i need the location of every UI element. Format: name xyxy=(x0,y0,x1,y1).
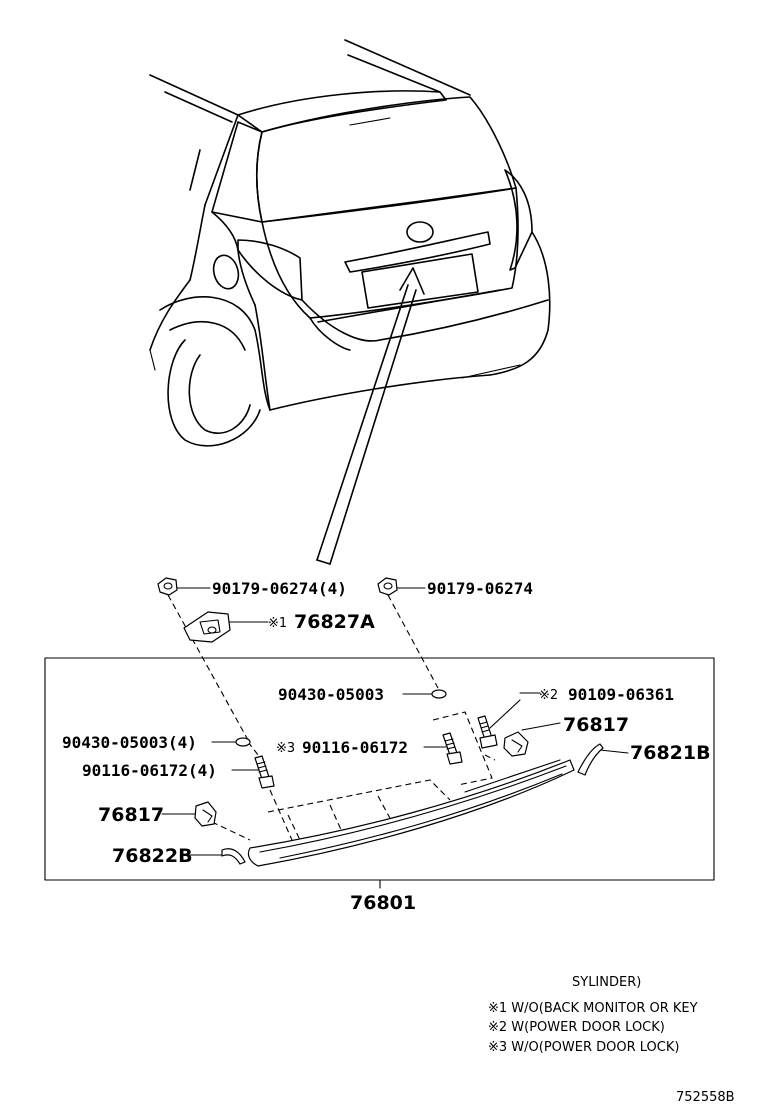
camera-part xyxy=(183,611,231,643)
label-nut-top-right: 90179-06274 xyxy=(427,579,533,598)
callout-labels: 90179-06274(4) 90179-06274 ※1 76827A 904… xyxy=(62,579,711,914)
label-screw-mid-mark: ※3 xyxy=(276,741,295,756)
clip-part-right xyxy=(503,731,529,757)
label-washer-right: 90430-05003 xyxy=(278,685,384,704)
washer-part-right xyxy=(431,689,447,699)
dashed-guides xyxy=(167,594,496,841)
note-2: ※2 W(POWER DOOR LOCK) xyxy=(488,1020,665,1035)
label-camera: 76827A xyxy=(294,611,375,633)
label-washer-left: 90430-05003(4) xyxy=(62,733,197,752)
label-camera-mark: ※1 xyxy=(268,616,287,631)
stud-part-left xyxy=(254,755,275,789)
screw-part-mid xyxy=(442,732,463,765)
screw-part-right xyxy=(477,715,498,749)
nut-part-right xyxy=(377,577,398,596)
figure-id: 752558B xyxy=(676,1090,735,1105)
label-screw-right-mark: ※2 xyxy=(539,688,558,703)
note-continuation: SYLINDER) xyxy=(572,975,641,990)
label-screw-right: 90109-06361 xyxy=(568,685,674,704)
note-3: ※3 W/O(POWER DOOR LOCK) xyxy=(488,1040,679,1055)
footnotes: SYLINDER) ※1 W/O(BACK MONITOR OR KEY ※2 … xyxy=(488,975,698,1055)
label-clip-right: 76817 xyxy=(563,714,629,736)
label-stud-left: 90116-06172(4) xyxy=(82,761,217,780)
label-nut-top-left: 90179-06274(4) xyxy=(212,579,347,598)
label-cap-left: 76822B xyxy=(112,845,193,867)
leader-lines xyxy=(161,587,629,889)
car-rear-illustration xyxy=(149,39,551,447)
label-screw-mid: 90116-06172 xyxy=(302,738,408,757)
label-assembly: 76801 xyxy=(350,892,416,914)
garnish-part xyxy=(247,759,575,867)
note-1: ※1 W/O(BACK MONITOR OR KEY xyxy=(488,1001,698,1016)
cap-part-left xyxy=(221,848,246,865)
washer-part-left xyxy=(235,737,251,747)
clip-part-left xyxy=(194,801,217,827)
cap-part-right xyxy=(577,743,604,776)
label-cap-right: 76821B xyxy=(630,742,711,764)
pointer-arrow xyxy=(316,267,425,565)
label-clip-left: 76817 xyxy=(98,804,164,826)
nut-part-left xyxy=(157,577,178,596)
